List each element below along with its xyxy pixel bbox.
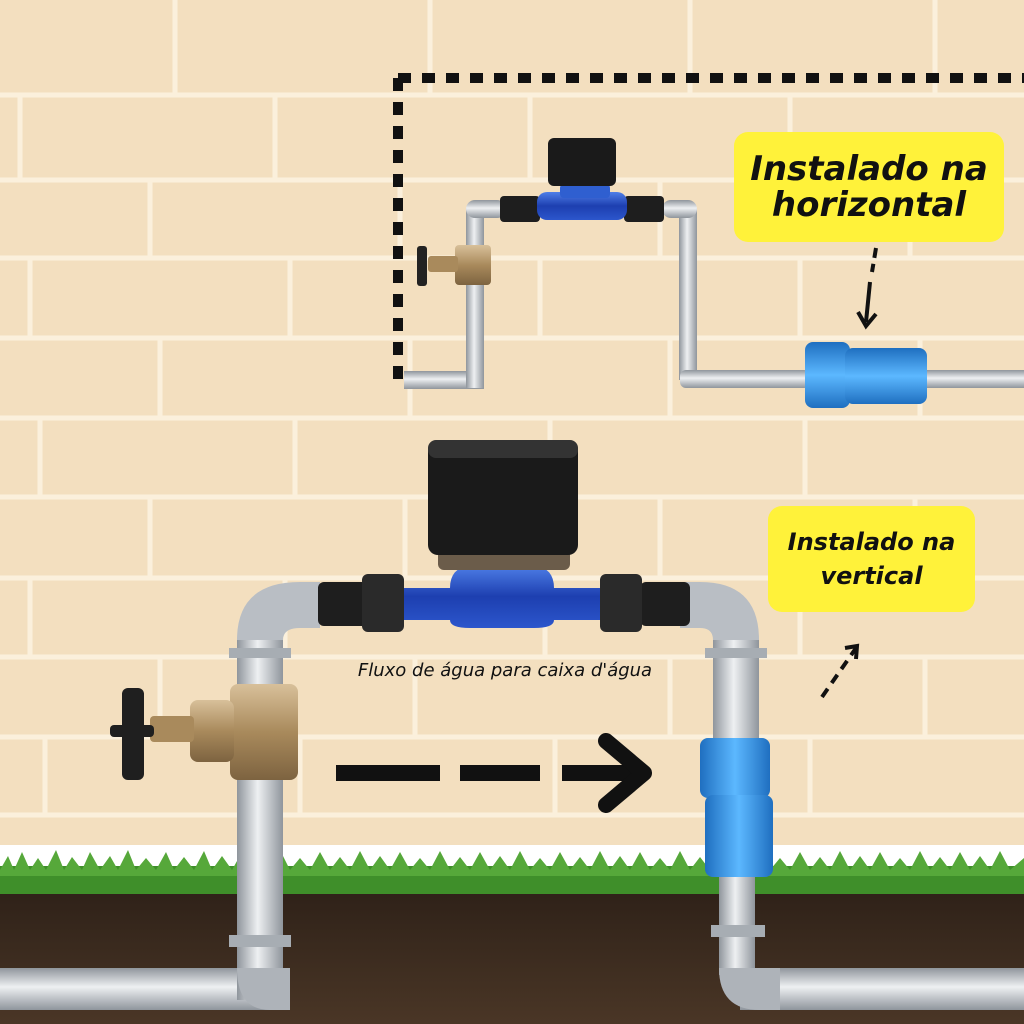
dotted-boundary [393, 73, 1024, 390]
small-gate-valve [417, 245, 491, 286]
large-gate-valve [110, 684, 298, 780]
callout-horizontal-text: Instalado na horizontal [750, 149, 988, 225]
flow-label: Fluxo de água para caixa d'água [357, 660, 653, 681]
callout-vertical: Instalado na vertical [768, 506, 975, 612]
large-water-meter [318, 440, 690, 632]
small-water-meter [500, 138, 664, 222]
arrow-down-icon [856, 247, 878, 330]
arrow-right-icon [336, 733, 652, 813]
callout-horizontal: Instalado na horizontal [734, 132, 1004, 242]
callout-vertical-text: Instalado na vertical [787, 528, 956, 590]
small-check-valve-horizontal [805, 342, 927, 408]
large-check-valve-vertical [700, 738, 773, 877]
wall-base-strip [0, 845, 1024, 867]
arrow-up-right-icon [820, 643, 860, 699]
